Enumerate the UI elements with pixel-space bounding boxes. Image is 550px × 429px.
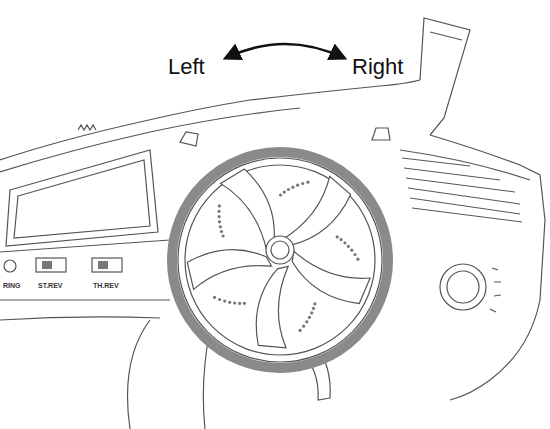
- vent-dot: [305, 320, 308, 323]
- display-screen: [14, 160, 150, 238]
- vent-dot: [343, 241, 346, 244]
- vent-dot: [217, 210, 220, 213]
- switch-label: RING: [3, 282, 21, 289]
- wheel-spokes: [187, 169, 370, 348]
- vent-dot: [296, 184, 299, 187]
- vent-dot: [291, 186, 294, 189]
- vent-dot: [287, 188, 290, 191]
- antenna-fin: [420, 18, 470, 135]
- top-button: [372, 128, 390, 140]
- vent-dot: [336, 235, 339, 238]
- switch-slider: [42, 261, 52, 269]
- vent-dot: [243, 302, 246, 305]
- antenna-fin: [430, 32, 462, 40]
- vent-dot: [350, 249, 353, 252]
- vent-dot: [308, 316, 311, 319]
- vent-dot: [299, 329, 302, 332]
- body-outline: [0, 240, 170, 320]
- vent-dot: [223, 300, 226, 303]
- vent-dot: [218, 298, 221, 301]
- vent-dot: [313, 302, 316, 305]
- wheel-spoke: [256, 266, 288, 347]
- vent-dot: [306, 181, 309, 184]
- vent-dot: [213, 296, 216, 299]
- display-screen: [6, 150, 158, 246]
- body-outline: [430, 135, 545, 400]
- vent-dot: [219, 225, 222, 228]
- vent-dot: [218, 215, 221, 218]
- switch-label: TH.REV: [93, 282, 119, 289]
- grip-ridges: [78, 125, 96, 130]
- knob: [440, 264, 486, 310]
- vent-dot: [347, 245, 350, 248]
- vent-dot: [220, 230, 223, 233]
- wheel-rim: [185, 165, 375, 355]
- direction-label: Left: [168, 56, 205, 78]
- vent-dot: [356, 258, 359, 261]
- vent-dot: [310, 311, 313, 314]
- wheel-spoke: [187, 250, 271, 290]
- switch-slider: [98, 261, 108, 269]
- wheel-spoke: [280, 176, 351, 245]
- direction-label: Right: [352, 56, 403, 78]
- wheel-spoke: [292, 251, 370, 304]
- th-rev-switch: [92, 258, 122, 272]
- knob-scale: [490, 268, 501, 312]
- vent-dot: [301, 182, 304, 185]
- vent-dot: [279, 193, 282, 196]
- vent-lines: [402, 158, 522, 222]
- st-rev-switch: [36, 258, 66, 272]
- vent-dot: [233, 301, 236, 304]
- wheel-spoke: [221, 169, 275, 250]
- vent-dot: [312, 307, 315, 310]
- top-button: [180, 132, 198, 146]
- wheel-rim: [178, 158, 382, 362]
- wheel-hub: [271, 241, 289, 259]
- switch-label: ST.REV: [38, 282, 63, 289]
- wheel-rim: [172, 152, 388, 368]
- vent-dot: [228, 301, 231, 304]
- power-led: [4, 260, 16, 272]
- vent-dot: [218, 204, 221, 207]
- vent-dot: [283, 191, 286, 194]
- wheel-hub: [266, 236, 294, 264]
- vent-dot: [238, 302, 241, 305]
- vent-dot: [222, 234, 225, 237]
- direction-arrow: [226, 44, 344, 58]
- vent-dot: [218, 220, 221, 223]
- vent-dot: [353, 253, 356, 256]
- vent-dot: [302, 325, 305, 328]
- knob: [447, 271, 479, 303]
- vent-dot: [340, 238, 343, 241]
